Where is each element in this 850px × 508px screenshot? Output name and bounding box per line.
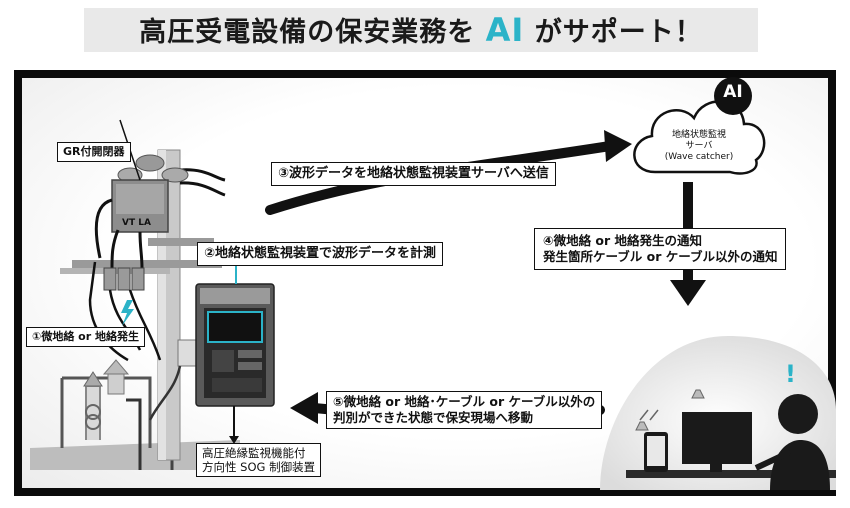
lightning-icon — [121, 300, 134, 326]
cloud-label: 地絡状態監視 サーバ (Wave catcher) — [654, 130, 744, 163]
cloud-line3: (Wave catcher) — [664, 152, 734, 162]
title-prefix: 高圧受電設備の保安業務を — [139, 17, 476, 48]
cloud-line1: 地絡状態監視 — [671, 130, 726, 140]
device-line1: 高圧絶縁監視機能付 — [202, 446, 306, 460]
gr-switch-assembly — [88, 119, 226, 362]
vt-la-label: VT LA — [122, 218, 151, 228]
office-scene — [600, 336, 836, 490]
step2-label: ②地絡状態監視装置で波形データを計測 — [197, 242, 444, 266]
step5-line1: ⑤微地絡 or 地絡･ケーブル or ケーブル以外の — [333, 394, 596, 409]
title-ai: AI — [485, 11, 525, 49]
step1-label: ①微地絡 or 地絡発生 — [26, 327, 145, 347]
step4-line2: 発生箇所ケーブル or ケーブル以外の通知 — [543, 249, 778, 264]
alert-icon: ! — [785, 360, 796, 388]
step5-line2: 判別ができた状態で保安現場へ移動 — [333, 410, 534, 425]
cloud-ai-badge: AI — [723, 82, 743, 102]
step4-line1: ④微地絡 or 地絡発生の通知 — [543, 233, 703, 248]
sog-control-device — [195, 250, 275, 444]
step3-label: ③波形データを地絡状態監視装置サーバへ送信 — [271, 162, 556, 186]
title-suffix: がサポート！ — [534, 17, 703, 48]
device-label: 高圧絶縁監視機能付 方向性 SOG 制御装置 — [196, 443, 322, 477]
gr-switch-label: GR付開閉器 — [57, 142, 131, 162]
cloud-server-icon — [633, 77, 766, 175]
cloud-line2: サーバ — [685, 141, 713, 151]
substation-scene — [30, 359, 240, 470]
title-background — [84, 8, 758, 52]
device-line2: 方向性 SOG 制御装置 — [202, 460, 316, 474]
step4-label: ④微地絡 or 地絡発生の通知 発生箇所ケーブル or ケーブル以外の通知 — [534, 228, 787, 270]
step5-label: ⑤微地絡 or 地絡･ケーブル or ケーブル以外の 判別ができた状態で保安現場… — [326, 391, 603, 429]
page-title: 高圧受電設備の保安業務を AI がサポート！ — [84, 8, 758, 52]
